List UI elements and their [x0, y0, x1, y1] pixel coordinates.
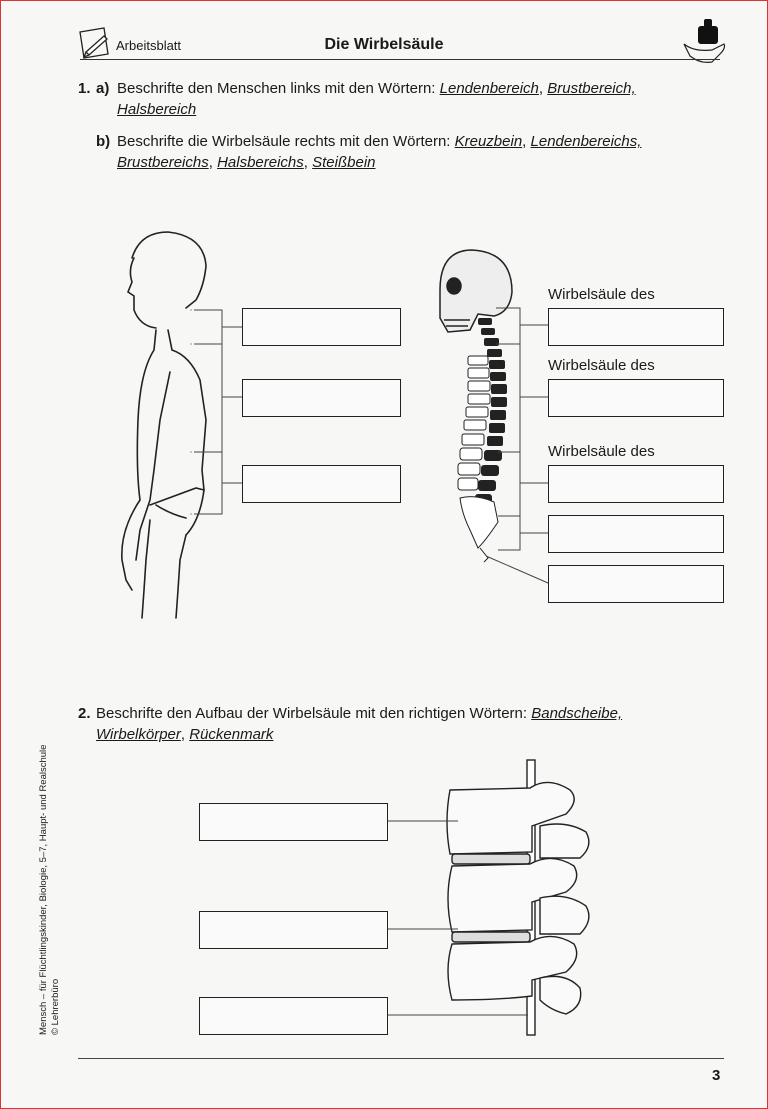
task1a-marker: a): [96, 80, 110, 97]
worksheet-label: Arbeitsblatt: [116, 38, 182, 53]
spine-label-1: Wirbelsäule des: [548, 286, 655, 303]
answer-box-spine-3[interactable]: [548, 465, 724, 503]
answer-box-lumbar[interactable]: [242, 465, 401, 503]
header-divider: [80, 59, 720, 60]
spine-label-2: Wirbelsäule des: [548, 357, 655, 374]
answer-box-neck[interactable]: [242, 308, 401, 346]
answer-box-spine-1[interactable]: [548, 308, 724, 346]
answer-box-structure-2[interactable]: [199, 911, 388, 949]
human-figure: [121, 231, 207, 619]
vertebrae-detail: [446, 759, 590, 1036]
page-number: 3: [712, 1067, 721, 1084]
answer-box-chest[interactable]: [242, 379, 401, 417]
spine-label-3: Wirbelsäule des: [548, 443, 655, 460]
bracket-lines-left: [194, 309, 242, 515]
pointer-lines-task2: [386, 820, 528, 1016]
skeleton-figure: [439, 249, 513, 333]
side-credit: Mensch – für Flüchtlingskinder, Biologie…: [38, 744, 61, 1035]
answer-box-structure-3[interactable]: [199, 997, 388, 1035]
task1b-instruction: Beschrifte die Wirbelsäule rechts mit de…: [117, 133, 642, 171]
answer-box-spine-5[interactable]: [548, 565, 724, 603]
answer-box-spine-4[interactable]: [548, 515, 724, 553]
bracket-lines-right: [485, 307, 549, 584]
footer-divider: [78, 1058, 724, 1059]
answer-box-spine-2[interactable]: [548, 379, 724, 417]
spine-bodies: [457, 355, 499, 563]
bracket-dots-left: [190, 309, 194, 515]
pencil-paper-icon: [79, 27, 109, 59]
answer-box-structure-1[interactable]: [199, 803, 388, 841]
task1-number: 1.: [78, 80, 91, 97]
task1b-marker: b): [96, 133, 111, 150]
spine-vertebrae: [475, 318, 507, 504]
page-title: Die Wirbelsäule: [324, 36, 444, 53]
task2-instruction: Beschrifte den Aufbau der Wirbelsäule mi…: [96, 705, 623, 743]
task2-number: 2.: [78, 705, 91, 722]
task1a-instruction: Beschrifte den Menschen links mit den Wö…: [117, 80, 636, 118]
weight-hand-icon: [683, 19, 726, 63]
